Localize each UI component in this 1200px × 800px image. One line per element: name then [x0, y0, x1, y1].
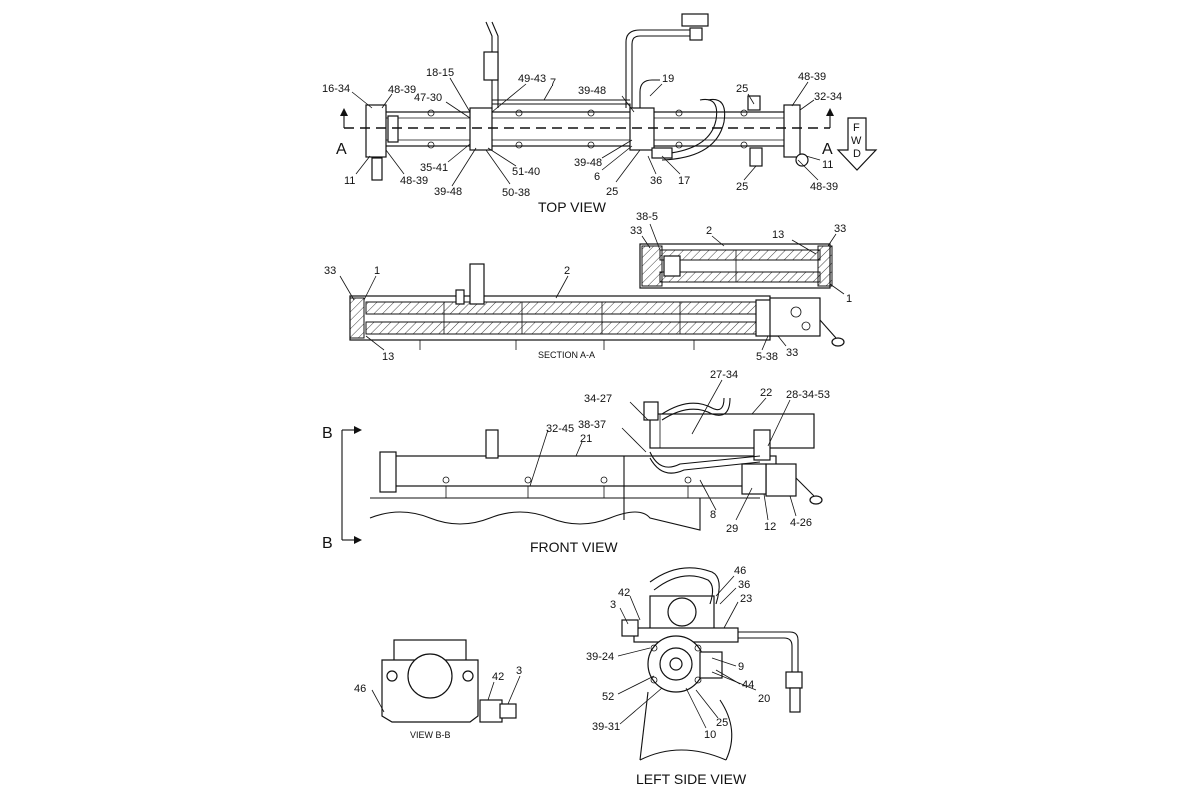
section-aa: SECTION A-A 38-5 2 13 33 33 33 1 2 1 13: [324, 211, 852, 363]
section-aa-callouts: 38-5 2 13 33 33 33 1 2 1 13 5-38 33: [324, 211, 852, 363]
forward-arrow-icon: [836, 117, 878, 171]
callout: 32-34: [814, 91, 842, 103]
view-bb: VIEW B-B 46 42 3: [354, 639, 522, 740]
callout: 52: [602, 691, 614, 703]
callout: 33: [834, 223, 846, 235]
callout: 25: [736, 181, 748, 193]
callout: 39-48: [434, 186, 462, 198]
callout: 35-41: [420, 162, 448, 174]
callout: 10: [704, 729, 716, 741]
callout: 9: [738, 661, 744, 673]
callout: 46: [354, 683, 366, 695]
callout: 33: [786, 347, 798, 359]
callout: 48-39: [810, 181, 838, 193]
callout: 13: [382, 351, 394, 363]
callout: 29: [726, 523, 738, 535]
section-marker-a-left: A: [336, 141, 347, 158]
callout: 25: [606, 186, 618, 198]
callout: 39-48: [574, 157, 602, 169]
top-view: A A F W D TOP VIEW: [322, 13, 878, 215]
callout: 18-15: [426, 67, 454, 79]
left-side-view-title: LEFT SIDE VIEW: [636, 771, 747, 787]
callout: 25: [736, 83, 748, 95]
callout: 6: [594, 171, 600, 183]
callout: 47-30: [414, 92, 442, 104]
callout: 23: [740, 593, 752, 605]
callout: 39-31: [592, 721, 620, 733]
callout: 3: [516, 665, 522, 677]
view-bb-callouts: 46 42 3: [354, 665, 522, 695]
callout: 48-39: [388, 84, 416, 96]
callout: 50-38: [502, 187, 530, 199]
callout: 13: [772, 229, 784, 241]
section-marker-a-right: A: [822, 141, 833, 158]
callout: 38-37: [578, 419, 606, 431]
callout: 27-34: [710, 369, 738, 381]
top-view-title: TOP VIEW: [538, 199, 607, 215]
callout: 32-45: [546, 423, 574, 435]
callout: 11: [344, 175, 355, 187]
callout: 11: [822, 159, 833, 171]
section-marker-b-bottom: B: [322, 535, 333, 552]
callout: 48-39: [798, 71, 826, 83]
fwd-letter-d: D: [853, 148, 861, 160]
callout: 33: [324, 265, 336, 277]
callout: 46: [734, 565, 746, 577]
callout: 28-34-53: [786, 389, 830, 401]
callout: 39-48: [578, 85, 606, 97]
callout: 19: [662, 73, 674, 85]
top-view-callouts: 16-34 48-39 18-15 47-30 49-43 7 19 39-48…: [322, 67, 842, 199]
callout: 2: [564, 265, 570, 277]
callout: 51-40: [512, 166, 540, 178]
callout: 25: [716, 717, 728, 729]
callout: 44: [742, 679, 754, 691]
callout: 16-34: [322, 83, 350, 95]
callout: 36: [650, 175, 662, 187]
callout: 20: [758, 693, 770, 705]
callout: 1: [846, 293, 852, 305]
callout: 4-26: [790, 517, 812, 529]
section-aa-title: SECTION A-A: [538, 350, 595, 360]
callout: 49-43: [518, 73, 546, 85]
front-view-title: FRONT VIEW: [530, 539, 618, 555]
callout: 12: [764, 521, 776, 533]
left-side-view: LEFT SIDE VIEW 46 36 42 3 23 39-24 9 44: [586, 565, 803, 787]
callout: 7: [550, 77, 556, 89]
callout: 21: [580, 433, 592, 445]
fwd-letter-f: F: [853, 122, 860, 134]
callout: 5-38: [756, 351, 778, 363]
front-view-callouts: 27-34 22 28-34-53 34-27 38-37 32-45 21 8…: [546, 369, 830, 535]
callout: 39-24: [586, 651, 614, 663]
callout: 33: [630, 225, 642, 237]
callout: 1: [374, 265, 380, 277]
view-bb-title: VIEW B-B: [410, 730, 451, 740]
front-view: B B FRONT VIEW: [322, 369, 830, 555]
callout: 3: [610, 599, 616, 611]
callout: 42: [618, 587, 630, 599]
callout: 38-5: [636, 211, 658, 223]
left-side-view-callouts: 46 36 42 3 23 39-24 9 44 52 20 39-31 25 …: [586, 565, 770, 741]
callout: 42: [492, 671, 504, 683]
callout: 48-39: [400, 175, 428, 187]
callout: 8: [710, 509, 716, 521]
fwd-letter-w: W: [851, 135, 862, 147]
callout: 34-27: [584, 393, 612, 405]
callout: 2: [706, 225, 712, 237]
callout: 22: [760, 387, 772, 399]
callout: 36: [738, 579, 750, 591]
callout: 17: [678, 175, 690, 187]
section-marker-b-top: B: [322, 425, 333, 442]
